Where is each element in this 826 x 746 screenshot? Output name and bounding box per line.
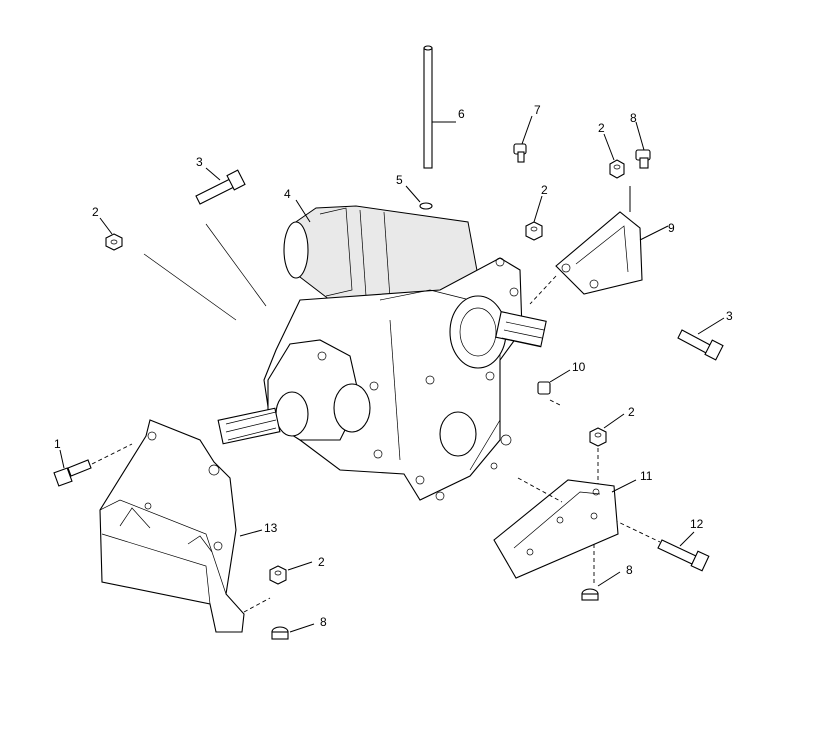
part-6-rod bbox=[423, 45, 456, 169]
callout-13: 13 bbox=[264, 521, 278, 535]
callout-1: 1 bbox=[54, 437, 61, 451]
callout-8: 8 bbox=[320, 615, 327, 629]
part-1-bolt bbox=[53, 443, 133, 487]
callout-8: 8 bbox=[626, 563, 633, 577]
part-13-bracket bbox=[99, 419, 271, 633]
callout-7: 7 bbox=[534, 103, 541, 117]
callout-2: 2 bbox=[541, 183, 548, 197]
part-11-bracket bbox=[493, 477, 637, 579]
part-3-bolt-upper bbox=[195, 167, 246, 205]
part-10-bolt bbox=[537, 369, 571, 407]
callout-2: 2 bbox=[318, 555, 325, 569]
part-3-bolt-right bbox=[677, 317, 725, 361]
callout-12: 12 bbox=[690, 517, 704, 531]
callout-2: 2 bbox=[598, 121, 605, 135]
callout-labels: 1 2 2 2 2 2 3 3 4 5 6 7 8 8 8 9 10 11 12… bbox=[54, 103, 733, 629]
callout-4: 4 bbox=[284, 187, 291, 201]
part-7-breather bbox=[513, 115, 533, 163]
part-2-nut-left bbox=[99, 217, 123, 251]
assembly-guide-lines bbox=[143, 223, 267, 321]
callout-9: 9 bbox=[668, 221, 675, 235]
part-2-nut-mid bbox=[525, 195, 543, 241]
part-5-clip bbox=[405, 185, 433, 210]
part-8-bolt-top bbox=[635, 121, 651, 169]
callout-3: 3 bbox=[196, 155, 203, 169]
callout-2: 2 bbox=[92, 205, 99, 219]
part-2-nut-bottom bbox=[269, 561, 313, 585]
callout-6: 6 bbox=[458, 107, 465, 121]
part-4-transfer-case bbox=[217, 199, 547, 501]
callout-11: 11 bbox=[640, 469, 653, 483]
part-9-bracket bbox=[529, 186, 669, 305]
part-12-bolt bbox=[613, 519, 710, 572]
callout-10: 10 bbox=[572, 360, 586, 374]
part-8-washer-right bbox=[581, 530, 621, 601]
callout-8: 8 bbox=[630, 111, 637, 125]
part-8-washer-bottom bbox=[271, 623, 315, 640]
callout-5: 5 bbox=[396, 173, 403, 187]
callout-2: 2 bbox=[628, 405, 635, 419]
callout-3: 3 bbox=[726, 309, 733, 323]
part-2-nut-top-right bbox=[603, 133, 625, 179]
